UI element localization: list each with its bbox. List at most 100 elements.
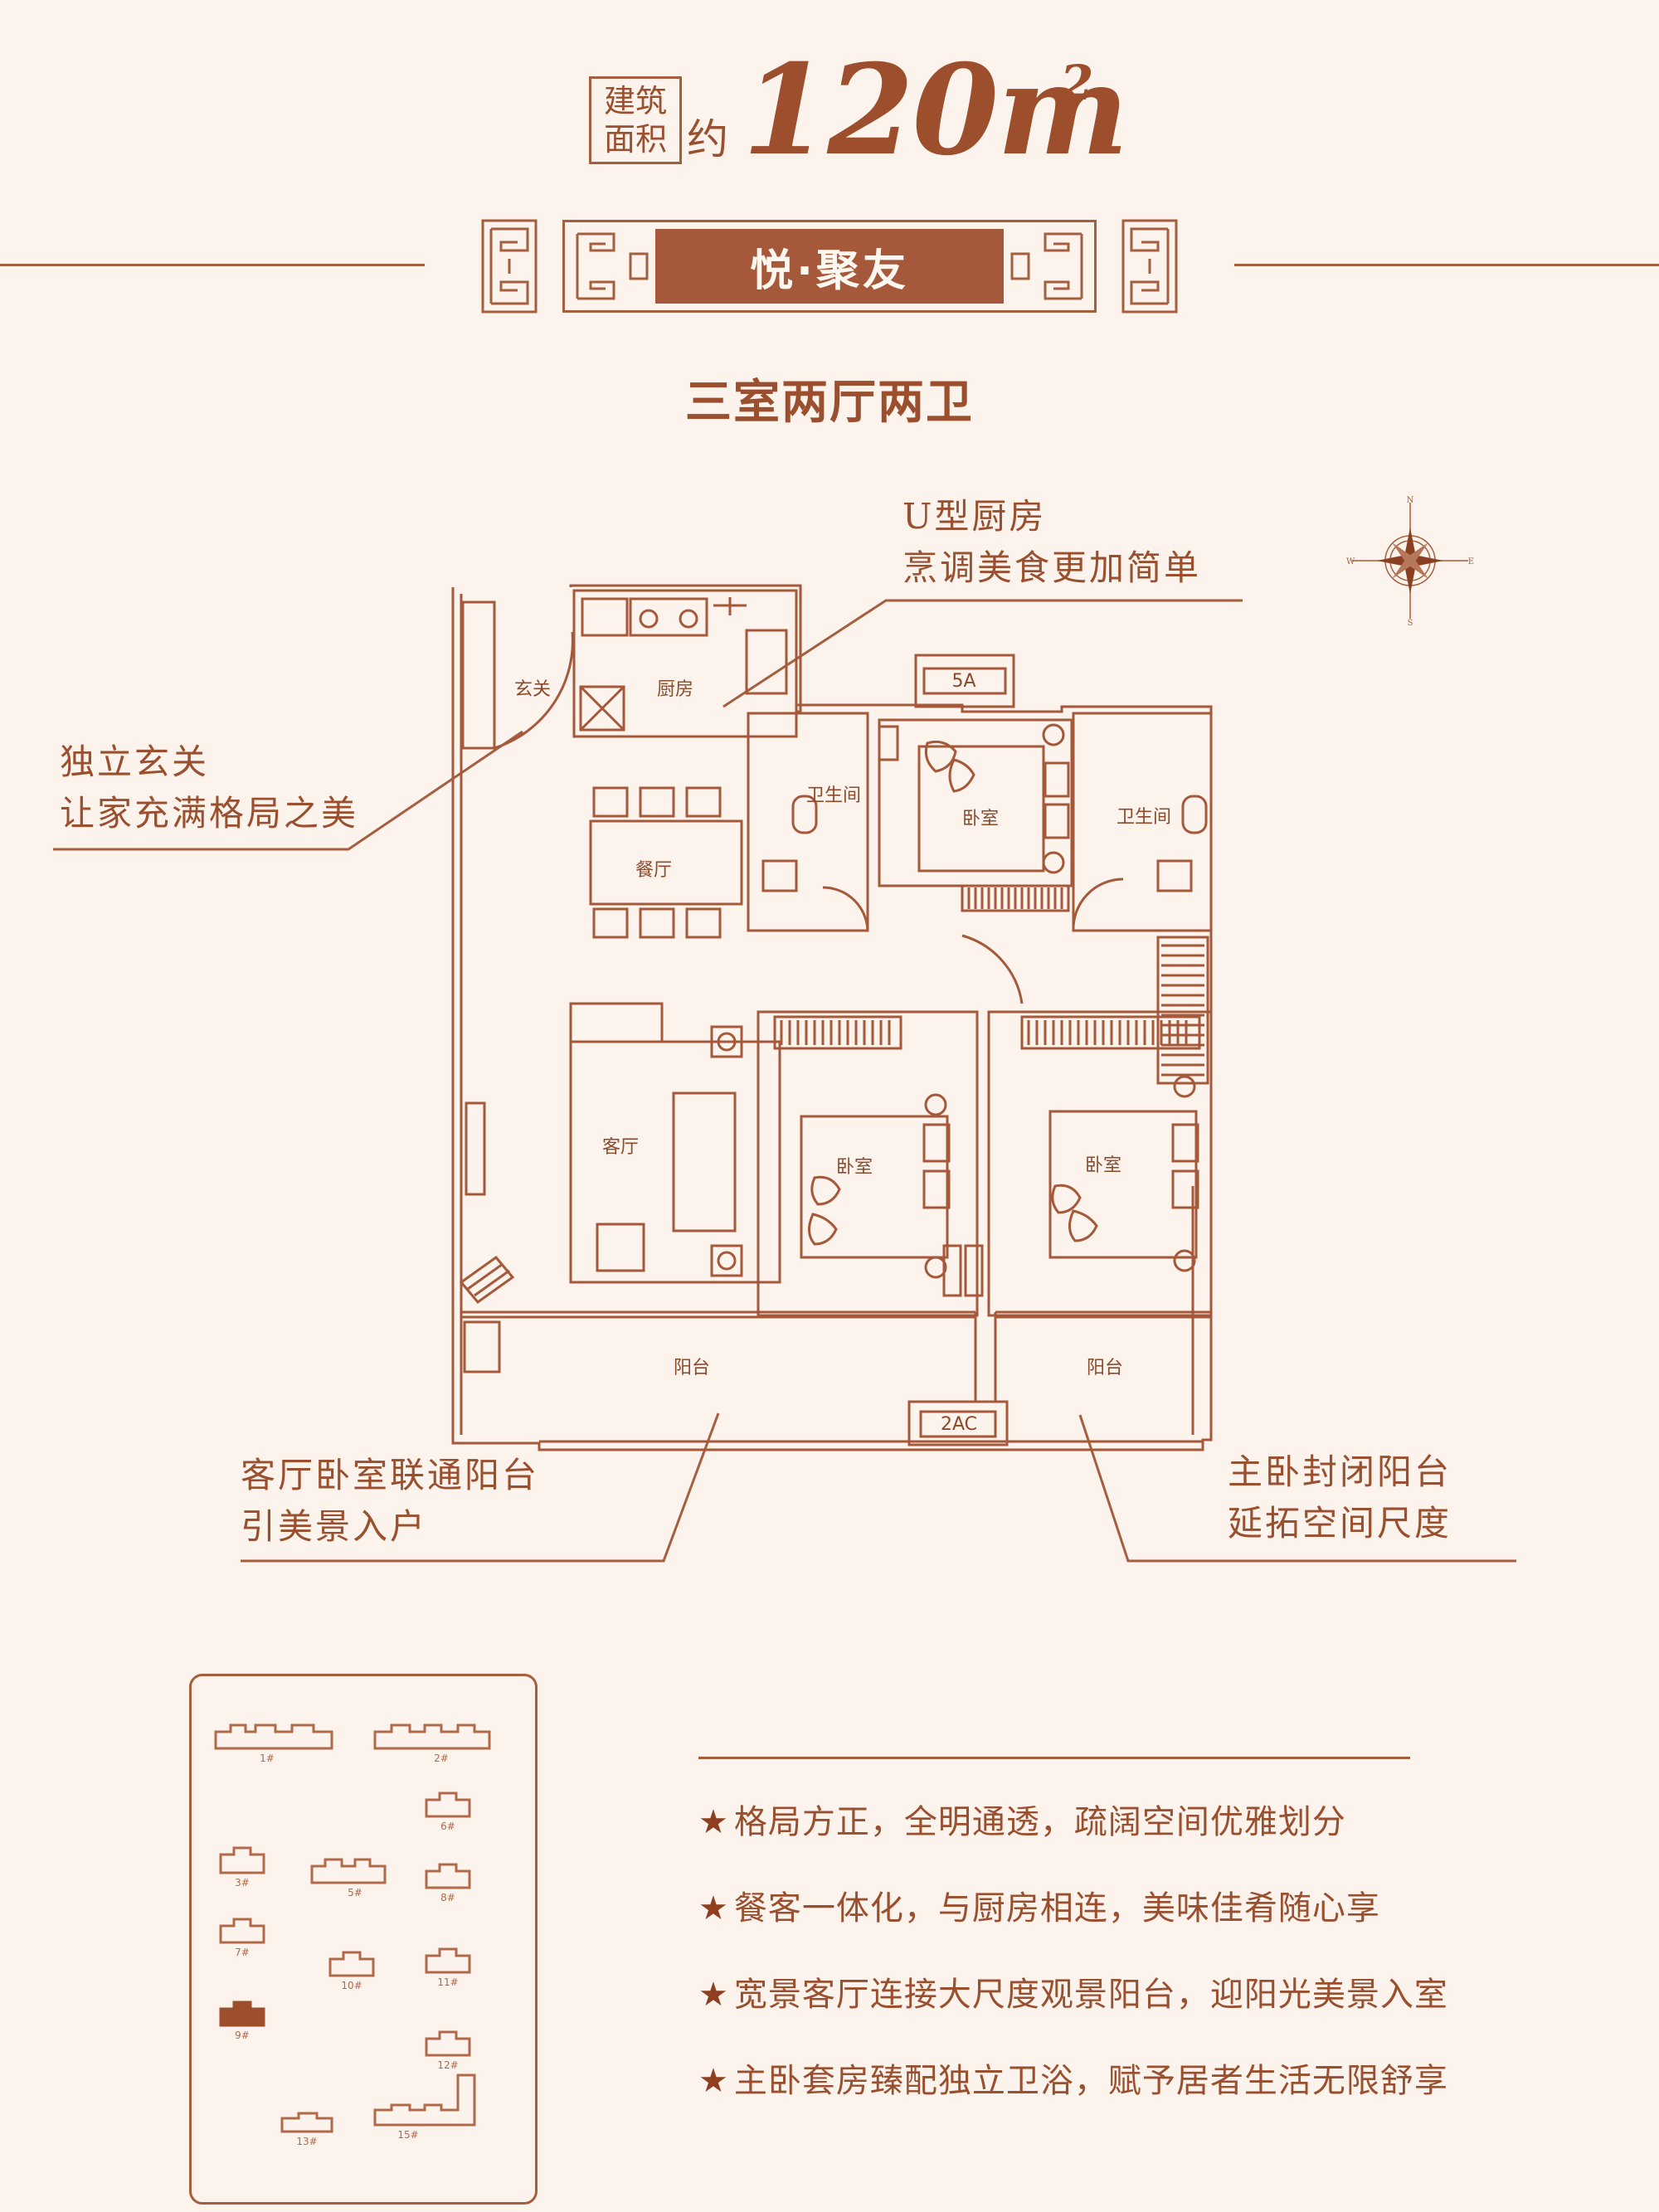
building-3 [219,1846,265,1874]
building-12 [425,2030,471,2057]
star-icon: ★ [698,2062,729,2100]
leader-foyer [53,730,523,851]
building-7 [219,1918,265,1944]
area-value: 120m [742,37,1129,183]
building-6 [425,1791,471,1818]
building-label-13: 13# [296,2136,317,2147]
bath1-walls [747,712,869,932]
building-label-6: 6# [440,1821,455,1832]
room-label-bath1: 卫生间 [806,785,861,806]
leader-balcony-right [1078,1414,1516,1563]
building-9-highlighted [219,2001,265,2027]
ac-unit-bottom [907,1400,1009,1446]
building-11 [425,1947,471,1974]
bedroom-mid-walls [757,1010,979,1317]
room-label-living: 客厅 [602,1137,639,1158]
building-8 [425,1863,471,1889]
area-tag-line1: 建筑 [603,83,667,119]
building-10 [328,1951,375,1977]
callout-balcony-left-line1: 客厅卧室联通阳台 [241,1455,540,1495]
callout-kitchen: U型厨房 烹调美食更加简单 [902,491,1201,594]
compass-e: E [1468,557,1474,566]
site-map-buildings: 1# 2# 3# 5# 6# 7# 8# 9# 10# 11# 12# 13# … [214,1723,491,2147]
bath2-walls [1072,712,1213,932]
feature-item: ★格局方正，全明通透，疏阔空间优雅划分 [698,1795,1346,1843]
callout-balcony-left: 客厅卧室联通阳台 引美景入户 [241,1450,539,1553]
room-label-kitchen: 厨房 [657,679,693,700]
building-13 [280,2112,333,2133]
leader-kitchen [722,599,1243,708]
building-label-10: 10# [341,1980,362,1991]
room-label-balcony-left: 阳台 [674,1358,710,1378]
callout-foyer-line1: 独立玄关 [60,741,210,782]
room-label-bedroom-mid: 卧室 [836,1157,873,1178]
area-tag-line2: 面积 [603,121,667,158]
compass-s: S [1408,619,1413,627]
building-label-7: 7# [235,1947,250,1958]
area-about-label: 约 [687,115,728,163]
room-label-bedroom-top: 卧室 [962,809,999,829]
outer-wall [451,584,1213,1451]
leader-balcony-left [241,1412,720,1563]
building-label-11: 11# [437,1976,458,1988]
callout-kitchen-line2: 烹调美食更加简单 [902,547,1202,588]
building-2 [373,1723,491,1750]
feature-text: 餐客一体化，与厨房相连，美味佳肴随心享 [733,1889,1380,1928]
room-label-bedroom-master: 卧室 [1085,1155,1121,1176]
building-label-8: 8# [440,1892,455,1903]
compass-icon: N S E W [1346,496,1474,627]
feature-item: ★主卧套房臻配独立卫浴，赋予居者生活无限舒享 [698,2054,1448,2102]
callout-foyer: 独立玄关 让家充满格局之美 [60,737,358,839]
kitchen-walls [572,589,798,738]
compass-n: N [1407,496,1414,505]
room-label-dining: 餐厅 [635,860,672,881]
ac-label-top: 5A [951,671,975,692]
room-label-bath2: 卫生间 [1117,807,1171,828]
banner-rule-right [1234,264,1659,266]
feature-text: 主卧套房臻配独立卫浴，赋予居者生活无限舒享 [733,2062,1448,2100]
ac-label-bottom: 2AC [941,1414,977,1435]
banner-frame [562,220,1097,313]
callout-balcony-right-line1: 主卧封闭阳台 [1228,1451,1452,1492]
star-icon: ★ [698,1803,729,1841]
dining-table [589,819,743,906]
building-label-1: 1# [260,1753,275,1764]
building-label-15: 15# [397,2129,418,2141]
feature-item: ★宽景客厅连接大尺度观景阳台，迎阳光美景入室 [698,1967,1448,2015]
callout-balcony-right-line2: 延拓空间尺度 [1228,1503,1452,1544]
area-unit-superscript: 2 [1060,55,1094,111]
floor-plan: 玄关 厨房 餐厅 卫生间 卫生间 卧室 客厅 卧室 卧室 阳台 阳台 5A 2A… [451,584,1213,1451]
building-label-5: 5# [348,1887,362,1898]
area-tag: 建筑 面积 [589,76,682,164]
building-5 [310,1858,387,1884]
living-walls [569,1040,781,1284]
callout-leader-lines [53,599,1516,1563]
feature-text: 宽景客厅连接大尺度观景阳台，迎阳光美景入室 [733,1976,1448,2014]
callout-balcony-right: 主卧封闭阳台 延拓空间尺度 [1228,1446,1452,1549]
building-label-9: 9# [235,2030,250,2041]
star-icon: ★ [698,1976,729,2014]
entry-door [461,600,496,750]
banner-corner-pattern-right [1010,232,1083,300]
fretwork-ornament-right [1121,219,1178,314]
callout-kitchen-line1: U型厨房 [902,496,1047,537]
banner-corner-pattern-left [576,232,649,300]
ac-unit-top [914,654,1015,708]
building-label-3: 3# [235,1877,250,1889]
banner-title: 悦·聚友 [655,229,1004,304]
feature-text: 格局方正，全明通透，疏阔空间优雅划分 [733,1803,1346,1841]
compass-w: W [1346,557,1355,566]
site-map [189,1674,538,2205]
features-rule [698,1757,1410,1759]
feature-item: ★餐客一体化，与厨房相连，美味佳肴随心享 [698,1881,1380,1929]
callout-foyer-line2: 让家充满格局之美 [60,793,359,834]
room-label-foyer: 玄关 [514,679,551,700]
banner-rule-left [0,264,425,266]
bedroom-master-walls [987,1010,1213,1317]
building-label-2: 2# [434,1753,449,1764]
layout-type: 三室两厅两卫 [685,376,974,430]
star-icon: ★ [698,1889,729,1928]
building-label-12: 12# [437,2059,458,2071]
room-label-balcony-right: 阳台 [1087,1358,1123,1378]
building-1 [214,1723,333,1750]
